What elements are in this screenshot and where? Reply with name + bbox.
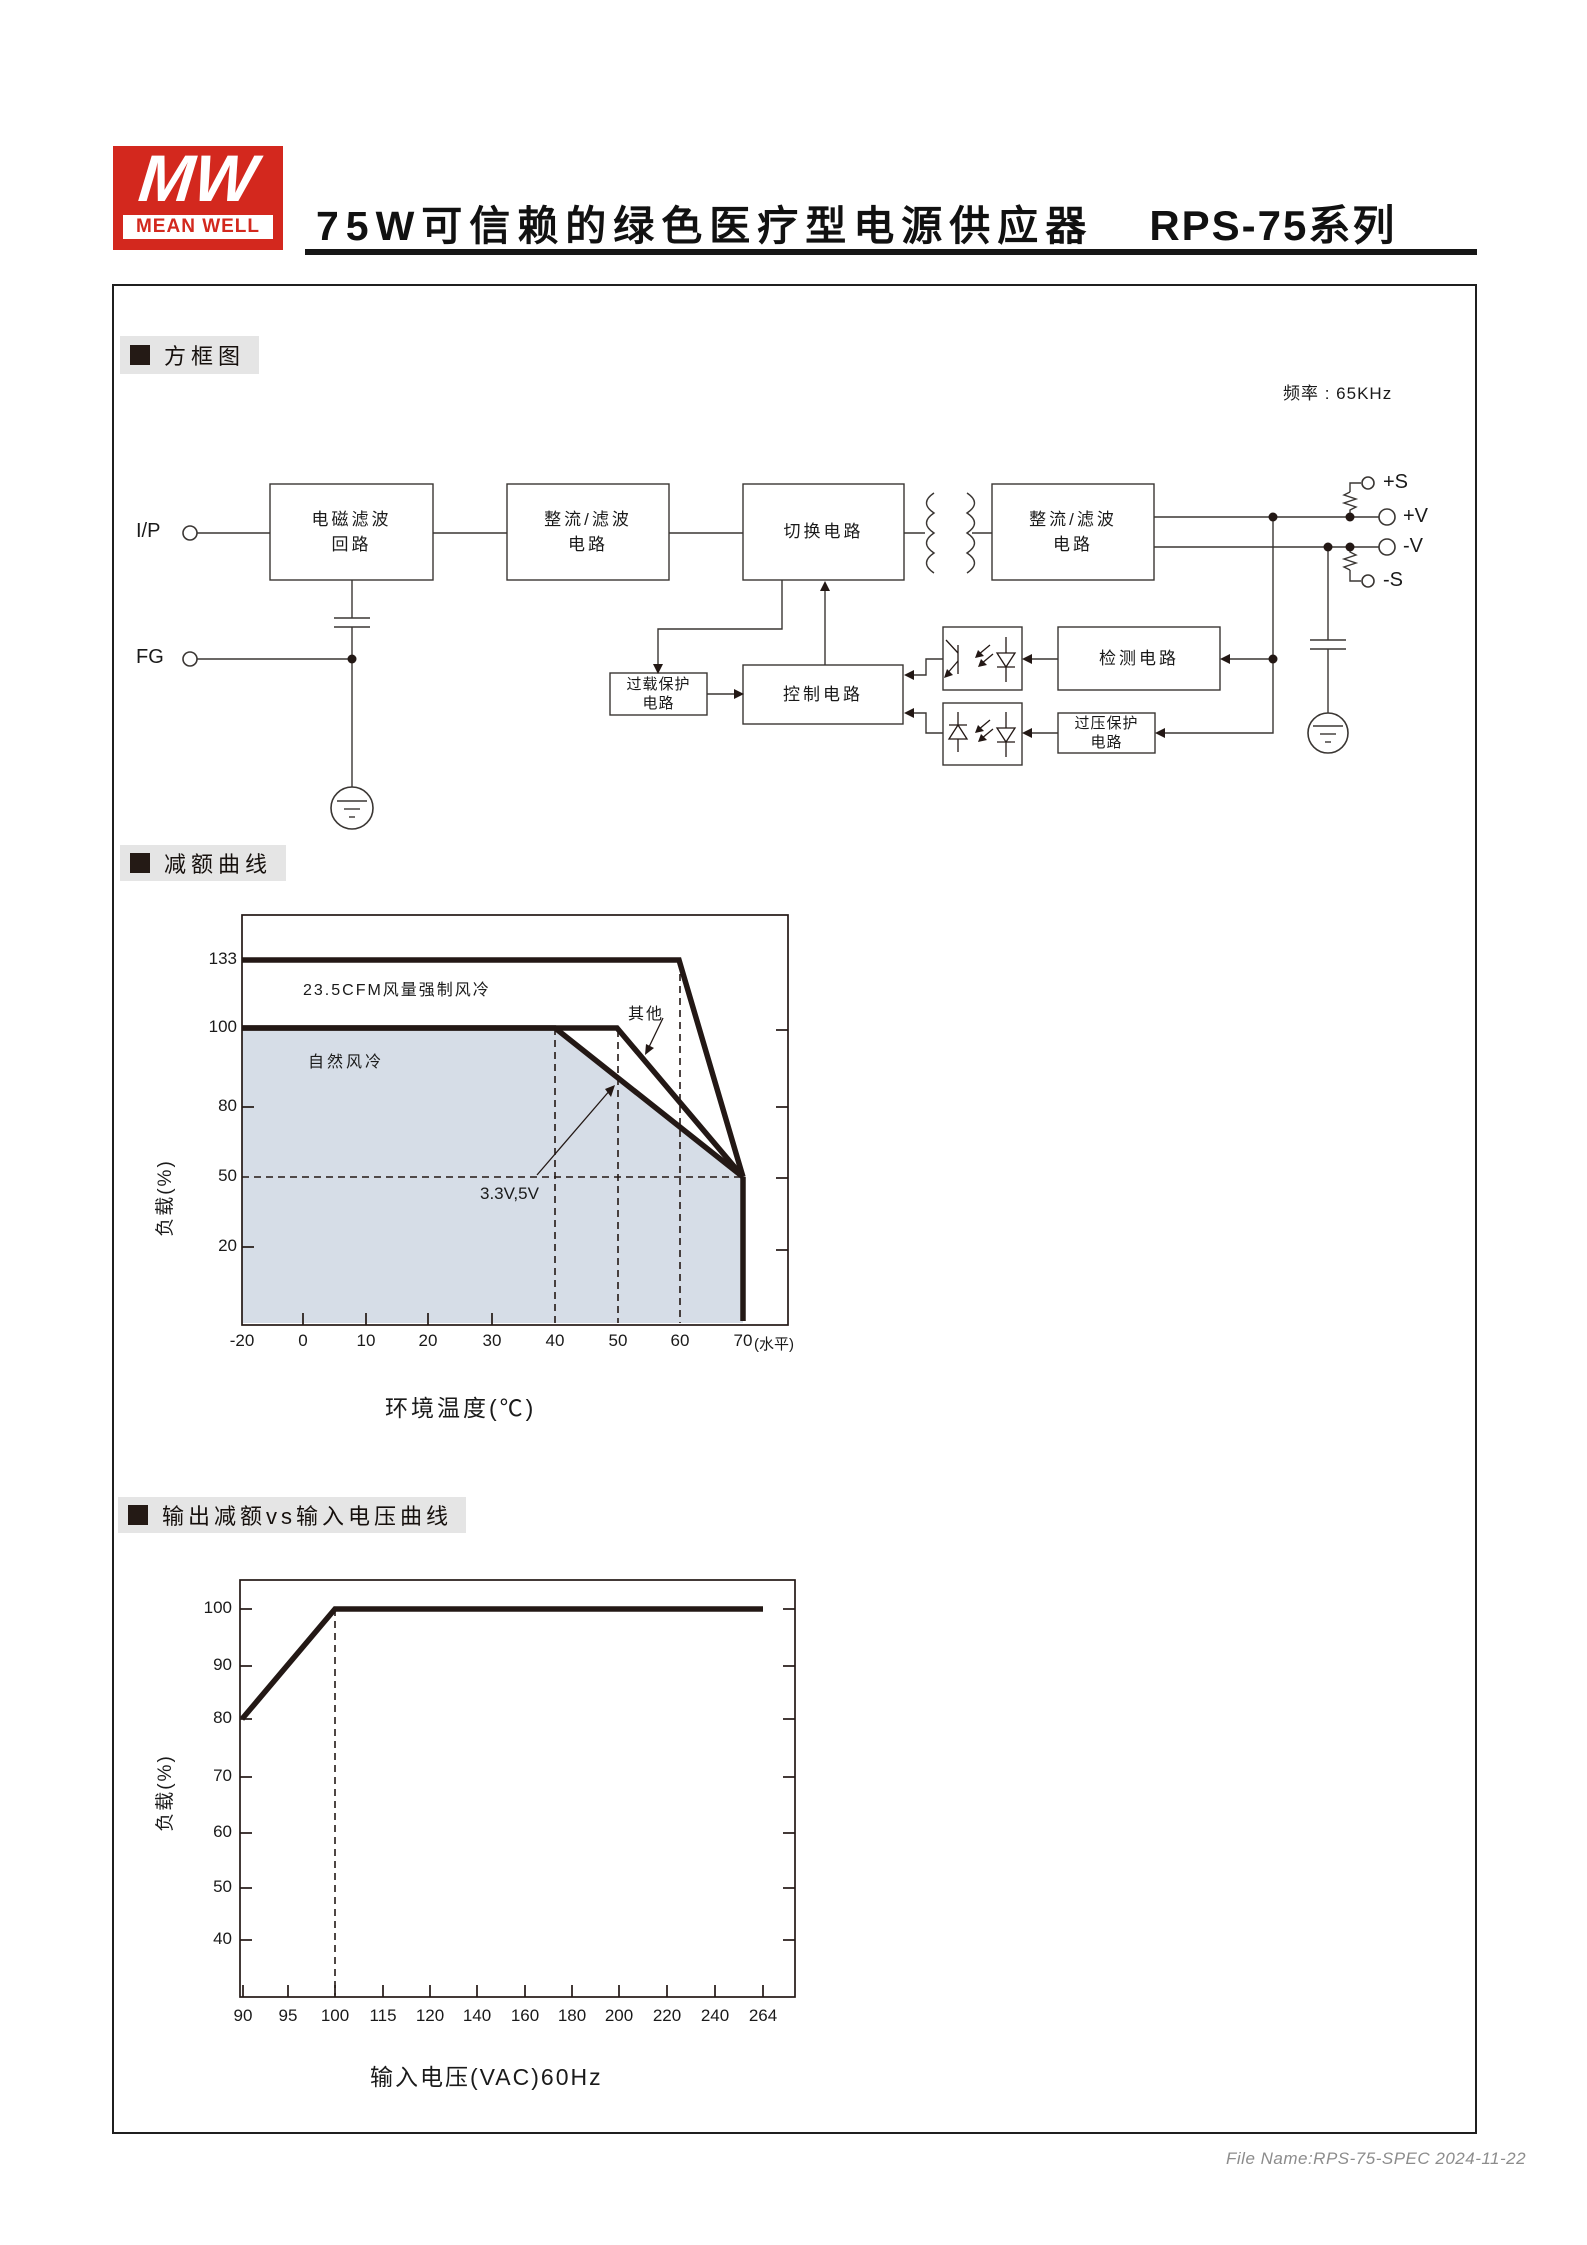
chart1-annotation-arrows — [536, 1017, 664, 1176]
chart2-ytick-90: 90 — [213, 1655, 232, 1674]
title-series: RPS-75系列 — [1149, 202, 1397, 249]
chart2-ytick-80: 80 — [213, 1708, 232, 1727]
chart2-xtick: 100 — [320, 2006, 350, 2025]
diagram-blocks — [269, 483, 1221, 766]
chart1-ticks — [242, 1029, 788, 1325]
chart1-xtick: 70 — [733, 1331, 753, 1350]
natural-cooling-shaded-area — [242, 1028, 743, 1323]
chart2-xtick: 140 — [462, 2006, 492, 2025]
terminal-fg-label: FG — [136, 646, 164, 668]
terminal-plus-s-label: +S — [1383, 471, 1409, 493]
chart1-xtick: 60 — [670, 1331, 690, 1350]
chart1-xtick: 20 — [418, 1331, 438, 1350]
chart1-xtick: 50 — [608, 1331, 628, 1350]
chart2-xlabel: 输入电压(VAC)60Hz — [370, 2064, 603, 2090]
chart1-xtick: 30 — [482, 1331, 502, 1350]
block-overvoltage-protection: 过压保护 电路 — [1074, 714, 1139, 752]
terminal-plus-v-label: +V — [1403, 505, 1429, 527]
section-output-derating-label: 输出减额vs输入电压曲线 — [162, 1504, 453, 1529]
chart2-xtick: 220 — [652, 2006, 682, 2025]
chart1-ytick-100: 100 — [208, 1017, 237, 1036]
section-output-derating: 输出减额vs输入电压曲线 — [118, 1497, 467, 1533]
logo-mw-letters: MW — [135, 141, 261, 215]
output-derating-chart-canvas — [239, 1579, 796, 1998]
chart2-load-curve — [239, 1606, 763, 1721]
chart1-ylabel: 负载(%) — [155, 1159, 176, 1237]
earth-symbol-lines — [337, 725, 1343, 818]
terminal-minus-s-label: -S — [1383, 569, 1403, 591]
chart1-curves — [242, 957, 746, 1321]
section-block-diagram: 方框图 — [120, 336, 260, 374]
block-detection: 检测电路 — [1099, 648, 1179, 668]
annotation-3v3-5v: 3.3V,5V — [480, 1184, 539, 1203]
annotation-natural-cooling: 自然风冷 — [308, 1054, 385, 1071]
chart1-xtick: 10 — [356, 1331, 376, 1350]
curve-3v3-5v — [242, 1025, 745, 1180]
chart2-plot-border — [239, 1579, 796, 1998]
chart2-xtick: 120 — [415, 2006, 445, 2025]
chart1-xtick: 40 — [545, 1331, 565, 1350]
block-rectifier-output: 整流/滤波 电路 — [1029, 509, 1117, 555]
meanwell-logo: MW MEAN WELL — [113, 141, 283, 250]
chart2-xtick: 240 — [700, 2006, 730, 2025]
chart2-xtick: 264 — [748, 2006, 778, 2025]
switching-frequency-label: 频率 : 65KHz — [1283, 384, 1393, 403]
section-derating: 减额曲线 — [120, 845, 287, 881]
curve-forced-cooling — [242, 957, 746, 1178]
chart2-xtick: 200 — [604, 2006, 634, 2025]
chart2-xtick: 180 — [557, 2006, 587, 2025]
block-overload-protection: 过载保护 电路 — [626, 675, 691, 713]
junction-dots — [347, 512, 1355, 664]
title-underline — [305, 249, 1477, 255]
chart2-xtick: 160 — [510, 2006, 540, 2025]
optocoupler-symbols — [944, 637, 1017, 757]
chart1-ytick-133: 133 — [208, 949, 237, 968]
footer-file-info: File Name:RPS-75-SPEC 2024-11-22 — [1226, 2149, 1527, 2168]
page-title: 75W可信赖的绿色医疗型电源供应器 RPS-75系列 — [316, 192, 1396, 253]
chart2-ytick-60: 60 — [213, 1822, 232, 1841]
chart2-ytick-50: 50 — [213, 1877, 232, 1896]
block-emi-filter: 电磁滤波 回路 — [311, 509, 392, 555]
chart1-xaxis-note: (水平) — [754, 1336, 794, 1353]
terminal-minus-v-label: -V — [1403, 535, 1423, 557]
chart1-ytick-80: 80 — [218, 1096, 237, 1115]
block-switching: 切换电路 — [783, 522, 864, 542]
terminal-circles — [182, 476, 1396, 830]
section-bullet-icon — [130, 345, 150, 365]
block-rectifier-input: 整流/滤波 电路 — [544, 509, 632, 555]
annotation-forced-cooling: 23.5CFM风量强制风冷 — [303, 982, 491, 999]
chart1-xlabel: 环境温度(℃) — [385, 1395, 537, 1421]
chart2-xtick: 95 — [278, 2006, 298, 2025]
chart2-ytick-40: 40 — [213, 1929, 232, 1948]
chart1-ytick-20: 20 — [218, 1236, 237, 1255]
section-bullet-icon — [128, 1505, 148, 1525]
chart1-plot-border — [241, 914, 789, 1326]
chart1-xtick: 0 — [298, 1331, 308, 1350]
annotation-other-models: 其他 — [628, 1006, 665, 1023]
block-diagram-canvas — [182, 476, 1396, 830]
diagram-wires — [197, 482, 1379, 818]
chart1-ytick-50: 50 — [218, 1166, 237, 1185]
title-main: 75W可信赖的绿色医疗型电源供应器 — [316, 203, 1094, 249]
terminal-ip-label: I/P — [136, 520, 161, 542]
chart2-xtick: 115 — [369, 2006, 397, 2025]
logo-brand-name: MEAN WELL — [123, 215, 273, 239]
section-bullet-icon — [130, 853, 150, 873]
block-control: 控制电路 — [783, 684, 863, 704]
chart2-ytick-70: 70 — [213, 1766, 232, 1785]
chart2-ticks — [240, 1608, 795, 1997]
chart2-xtick: 90 — [233, 2006, 253, 2025]
content-border-box — [112, 284, 1477, 2134]
diagram-arrowheads — [653, 581, 1230, 738]
chart2-ytick-100: 100 — [203, 1598, 232, 1617]
section-derating-label: 减额曲线 — [164, 852, 273, 877]
derating-chart-canvas — [241, 914, 789, 1326]
chart2-ylabel: 负载(%) — [155, 1754, 176, 1832]
section-block-diagram-label: 方框图 — [164, 344, 246, 369]
chart1-xtick: -20 — [229, 1331, 255, 1350]
